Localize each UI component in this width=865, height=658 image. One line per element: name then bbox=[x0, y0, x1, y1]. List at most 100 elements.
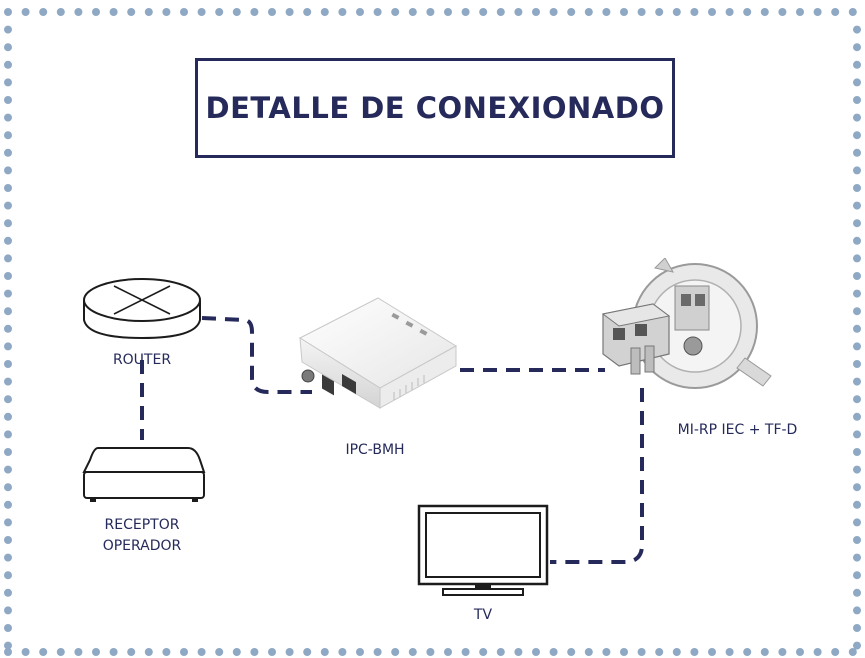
frame-dot bbox=[303, 648, 312, 656]
title-box: DETALLE DE CONEXIONADO bbox=[195, 58, 675, 158]
frame-dot bbox=[461, 8, 470, 16]
frame-dot bbox=[584, 648, 593, 656]
frame-dot bbox=[813, 648, 822, 656]
frame-dot bbox=[853, 448, 861, 456]
frame-dot bbox=[853, 500, 861, 509]
frame-dot bbox=[426, 648, 435, 656]
frame-dot bbox=[215, 648, 224, 656]
frame-dot bbox=[853, 483, 861, 492]
frame-dot bbox=[4, 553, 12, 562]
frame-dot bbox=[127, 648, 136, 656]
frame-dot bbox=[778, 8, 787, 16]
frame-dot bbox=[4, 219, 12, 228]
frame-dot bbox=[853, 588, 861, 597]
link-socket-tv bbox=[550, 388, 644, 564]
frame-dot bbox=[268, 648, 276, 656]
frame-dot bbox=[690, 8, 699, 16]
frame-dot bbox=[109, 648, 118, 656]
frame-dot bbox=[496, 648, 505, 656]
frame-dot bbox=[4, 641, 12, 650]
frame-dot bbox=[853, 25, 861, 34]
frame-dot bbox=[338, 8, 347, 16]
frame-dot bbox=[708, 648, 716, 656]
frame-dot bbox=[567, 648, 576, 656]
wall-socket-icon bbox=[601, 258, 772, 389]
frame-dot bbox=[373, 648, 382, 656]
frame-dot bbox=[4, 395, 12, 404]
frame-dot bbox=[813, 8, 822, 16]
frame-dot bbox=[391, 8, 400, 16]
frame-dot bbox=[853, 43, 861, 52]
frame-dot bbox=[461, 648, 470, 656]
frame-dot bbox=[796, 648, 804, 656]
frame-dot bbox=[74, 8, 83, 16]
frame-dot bbox=[853, 377, 861, 386]
frame-dot bbox=[39, 648, 48, 656]
frame-dot bbox=[853, 184, 861, 192]
frame-dot bbox=[4, 166, 12, 175]
frame-dot bbox=[74, 648, 83, 656]
frame-dot bbox=[853, 236, 861, 245]
tv-icon bbox=[417, 504, 549, 596]
frame-dot bbox=[853, 606, 861, 615]
frame-dot bbox=[162, 8, 171, 16]
frame-dot bbox=[532, 8, 540, 16]
frame-dot bbox=[180, 648, 188, 656]
frame-dot bbox=[4, 360, 12, 368]
frame-dot bbox=[4, 60, 12, 69]
frame-dot bbox=[4, 236, 12, 245]
frame-dot bbox=[373, 8, 382, 16]
frame-dot bbox=[426, 8, 435, 16]
frame-dot bbox=[197, 648, 206, 656]
frame-dot bbox=[408, 8, 417, 16]
frame-dot bbox=[4, 201, 12, 210]
frame-dot bbox=[4, 131, 12, 140]
frame-dot bbox=[853, 272, 861, 280]
frame-dot bbox=[514, 8, 523, 16]
frame-dot bbox=[853, 219, 861, 228]
frame-dot bbox=[285, 8, 294, 16]
frame-dot bbox=[391, 648, 400, 656]
router-icon bbox=[83, 278, 201, 340]
frame-dot bbox=[4, 648, 12, 656]
frame-dot bbox=[496, 8, 505, 16]
frame-dot bbox=[637, 648, 646, 656]
frame-dot bbox=[197, 8, 206, 16]
frame-dot bbox=[778, 648, 787, 656]
frame-dot bbox=[4, 465, 12, 474]
frame-dot bbox=[250, 8, 259, 16]
frame-dot bbox=[853, 78, 861, 87]
frame-dot bbox=[532, 648, 540, 656]
frame-dot bbox=[56, 648, 65, 656]
frame-dot bbox=[268, 8, 276, 16]
frame-dot bbox=[796, 8, 804, 16]
frame-dot bbox=[144, 8, 153, 16]
frame-dot bbox=[4, 624, 12, 632]
frame-dot bbox=[4, 448, 12, 456]
frame-dot bbox=[56, 8, 65, 16]
frame-dot bbox=[4, 8, 12, 16]
frame-dot bbox=[655, 8, 664, 16]
frame-dot bbox=[853, 641, 861, 650]
frame-dot bbox=[4, 430, 12, 439]
frame-dot bbox=[853, 60, 861, 69]
frame-dot bbox=[567, 8, 576, 16]
frame-dot bbox=[743, 648, 752, 656]
frame-dot bbox=[303, 8, 312, 16]
frame-dot bbox=[4, 78, 12, 87]
frame-dot bbox=[92, 8, 100, 16]
frame-dot bbox=[584, 8, 593, 16]
frame-dot bbox=[180, 8, 188, 16]
frame-dot bbox=[853, 536, 861, 544]
frame-dot bbox=[92, 648, 100, 656]
frame-dot bbox=[853, 254, 861, 263]
frame-dot bbox=[637, 8, 646, 16]
receptor-label-line1: RECEPTOR bbox=[104, 517, 180, 533]
frame-dot bbox=[725, 648, 734, 656]
frame-dot bbox=[853, 307, 861, 316]
frame-dot bbox=[853, 360, 861, 368]
frame-dot bbox=[4, 500, 12, 509]
frame-dot bbox=[853, 324, 861, 333]
